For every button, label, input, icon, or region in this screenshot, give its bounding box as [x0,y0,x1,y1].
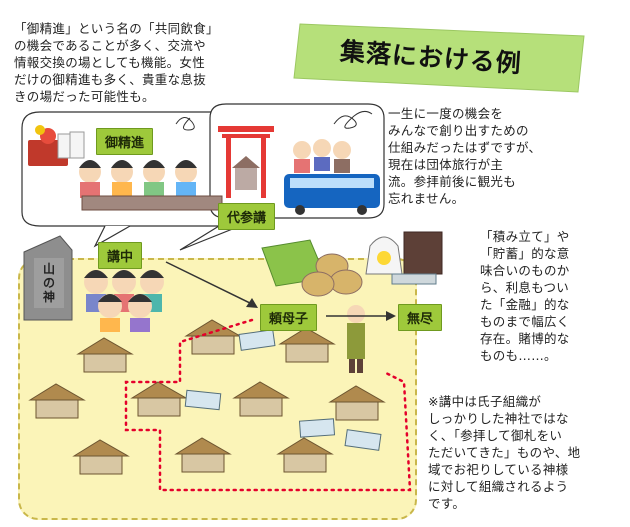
goshojin-bubble-tail [93,225,131,248]
stone-inscription: 山の神 [42,262,55,304]
squiggle-icon-2 [333,110,373,129]
daisan-label: 代参講 [218,203,276,230]
goshojin-note: 「御精進」という名の「共同飲食」 の機会であることが多く、交流や 情報交換の場と… [14,21,219,104]
goods-money-illustration [261,231,443,297]
arrow-head-1 [246,298,258,308]
title-banner [292,18,592,96]
goshojin-label: 御精進 [96,128,154,155]
kouchuu-footnote: ※講中は氏子組織が しっかりした神社ではな く、「参拝して御札をい ただいてきた… [428,394,581,511]
praying-people-illustration [84,270,164,332]
tanomoshi-label: 頼母子 [260,304,318,331]
shrine-tour-illustration [218,126,380,215]
flow-dotted-path [124,318,412,492]
squiggle-icon [175,117,195,131]
daisan-note: 一生に一度の機会を みんなで創り出すための 仕組みだったはずですが、 現在は団体… [388,106,542,206]
standing-man-illustration [347,305,365,373]
mujin-note: 「積み立て」や 「貯蓄」的な意 味合いのものか ら、利息もつい た「金融」的な … [480,229,570,363]
mujin-label: 無尽 [398,304,443,331]
stone-monument-illustration [23,235,73,321]
houses-illustration [28,319,386,475]
kouchuu-label: 講中 [98,242,143,269]
arrow-kouchuu-tanomoshi [165,261,257,307]
banknotes-illustration [184,329,382,451]
feast-illustration [28,125,223,211]
arrow-head-2 [386,311,396,321]
